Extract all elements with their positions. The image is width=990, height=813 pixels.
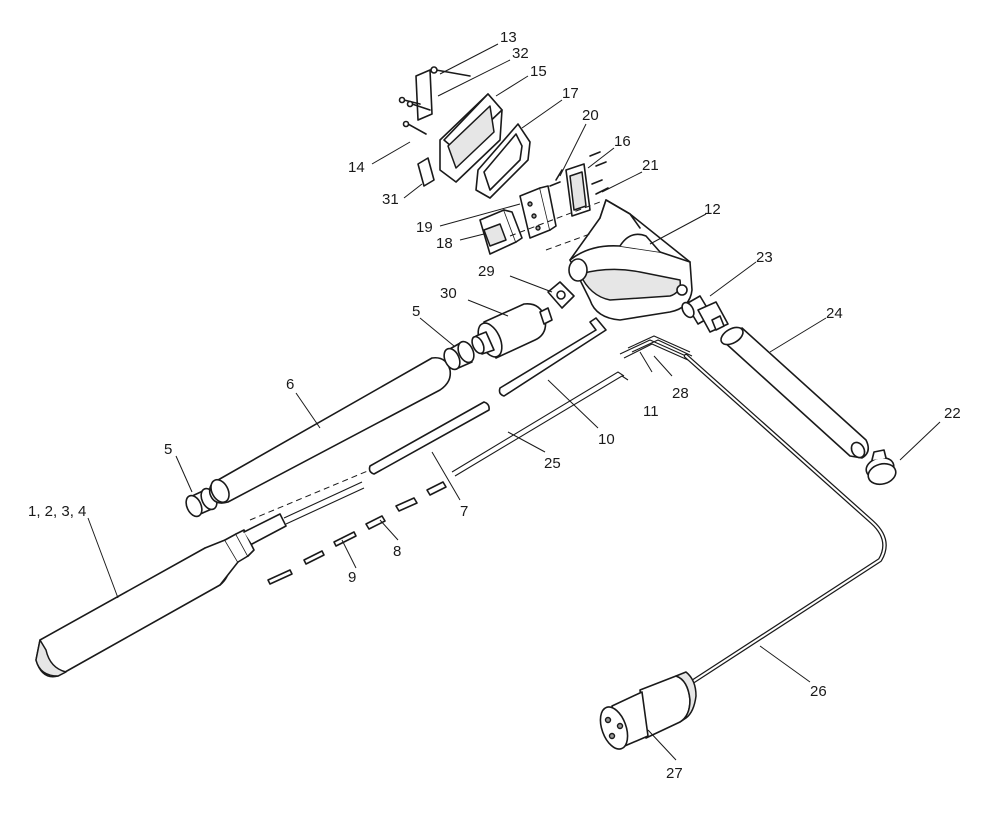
part-17-seal (475, 123, 531, 199)
axis-line-upper (509, 201, 601, 237)
label-7: 7 (460, 503, 468, 520)
part-29-gasket (547, 281, 575, 309)
label-6: 6 (286, 376, 294, 393)
label-5-upper: 5 (412, 303, 420, 320)
label-22: 22 (944, 405, 961, 422)
label-27: 27 (666, 765, 683, 782)
label-12: 12 (704, 201, 721, 218)
label-16: 16 (614, 133, 631, 150)
leader-lines (87, 43, 941, 761)
part-vibrator-head (35, 481, 365, 678)
part-9-pins (267, 531, 357, 585)
part-16-block (565, 151, 607, 217)
label-1-2-3-4: 1, 2, 3, 4 (28, 503, 86, 520)
label-23: 23 (756, 249, 773, 266)
label-19: 19 (416, 219, 433, 236)
part-25-wires (451, 371, 629, 477)
label-32: 32 (512, 45, 529, 62)
part-21-screw (595, 187, 609, 195)
axis-line-upper-2 (545, 233, 591, 251)
part-26-cable (683, 353, 887, 689)
label-29: 29 (478, 263, 495, 280)
label-11: 11 (643, 403, 659, 420)
label-25: 25 (544, 455, 561, 472)
part-12-housing (568, 199, 693, 321)
part-24-sleeve (720, 326, 870, 459)
part-23-fitting (681, 295, 729, 333)
part-11-28-wire-ends (619, 335, 693, 361)
part-19-terminal (519, 185, 557, 239)
axis-line-lower (249, 469, 371, 521)
label-13: 13 (500, 29, 517, 46)
label-30: 30 (440, 285, 457, 302)
label-14: 14 (348, 159, 365, 176)
label-8: 8 (393, 543, 401, 560)
label-24: 24 (826, 305, 843, 322)
label-28: 28 (672, 385, 689, 402)
label-26: 26 (810, 683, 827, 700)
label-15: 15 (530, 63, 547, 80)
part-32-cover (398, 69, 433, 121)
part-13-screw (430, 66, 471, 77)
part-22-clamp (865, 449, 897, 486)
part-8-pins (365, 481, 447, 530)
part-10-bent-rod (498, 317, 607, 397)
label-18: 18 (436, 235, 453, 252)
part-6-tube (208, 356, 452, 504)
label-10: 10 (598, 431, 615, 448)
part-14-screw (402, 120, 427, 135)
label-31: 31 (382, 191, 399, 208)
part-15-box (406, 93, 503, 183)
label-9: 9 (348, 569, 356, 586)
part-30-motor (471, 302, 553, 359)
part-7-rod (368, 401, 490, 475)
label-20: 20 (582, 107, 599, 124)
part-31-plate (417, 157, 435, 187)
part-27-plug (599, 671, 697, 750)
part-20-screws (549, 169, 563, 187)
part-5-ring-upper (443, 340, 475, 371)
part-18-switch (479, 209, 523, 255)
label-17: 17 (562, 85, 579, 102)
label-21: 21 (642, 157, 659, 174)
label-5-lower: 5 (164, 441, 172, 458)
